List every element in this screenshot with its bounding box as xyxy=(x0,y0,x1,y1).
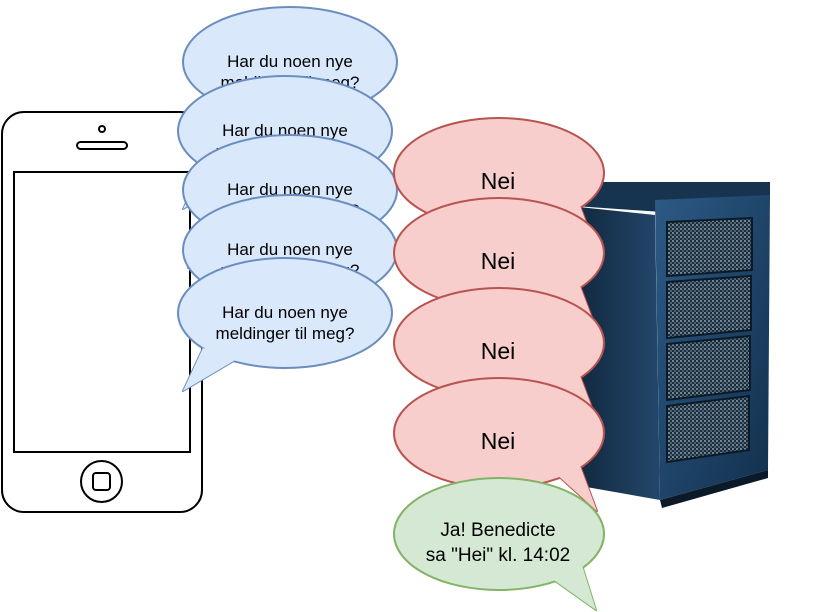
bubble-text: Har du noen nye xyxy=(222,121,348,140)
request-bubble: Har du noen nye meldinger til meg? xyxy=(177,257,393,392)
bubble-text: Nei xyxy=(481,168,516,194)
smartphone-icon xyxy=(1,111,203,513)
bubble-text: meldinger til meg? xyxy=(216,324,355,343)
bubble-text: Har du noen nye xyxy=(222,303,348,322)
bubble-text: sa "Hei" kl. 14:02 xyxy=(426,545,570,566)
bubble-text: Ja! Benedicte xyxy=(440,520,555,541)
final-reply: Ja! Benedicte sa "Hei" kl. 14:02 xyxy=(393,477,605,611)
bubble-text: Har du noen nye xyxy=(227,180,353,199)
server-drive-bays xyxy=(666,216,753,464)
bubble-text: Nei xyxy=(481,428,516,454)
reply-bubble: Nei xyxy=(393,377,605,512)
bubble-text: Nei xyxy=(481,338,516,364)
bubble-text: Har du noen nye xyxy=(227,52,353,71)
final-reply-bubble: Ja! Benedicte sa "Hei" kl. 14:02 xyxy=(393,477,605,611)
bubble-text: Har du noen nye xyxy=(227,240,353,259)
bubble-text: Nei xyxy=(481,248,516,274)
